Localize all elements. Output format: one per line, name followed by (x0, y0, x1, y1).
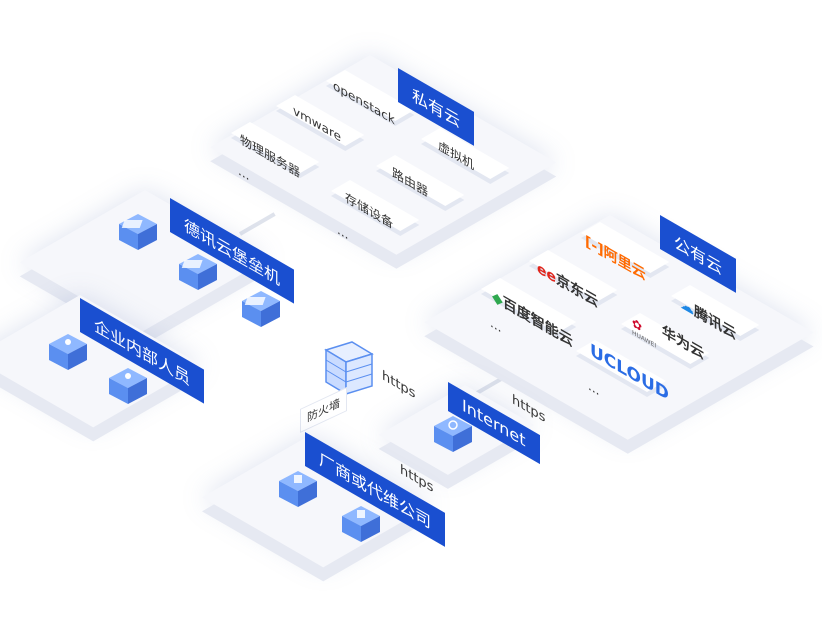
bastion-server-icon (242, 291, 280, 327)
https-label-firewall-private: https (382, 368, 416, 403)
document-icon (342, 506, 380, 542)
user-icon (109, 368, 147, 404)
bastion-server-icon (119, 214, 157, 250)
user-icon (49, 334, 87, 370)
document-icon (279, 471, 317, 507)
firewall-icon (324, 341, 374, 396)
link-bastion-private (239, 212, 276, 236)
globe-icon (434, 416, 472, 452)
bastion-server-icon (179, 254, 217, 290)
